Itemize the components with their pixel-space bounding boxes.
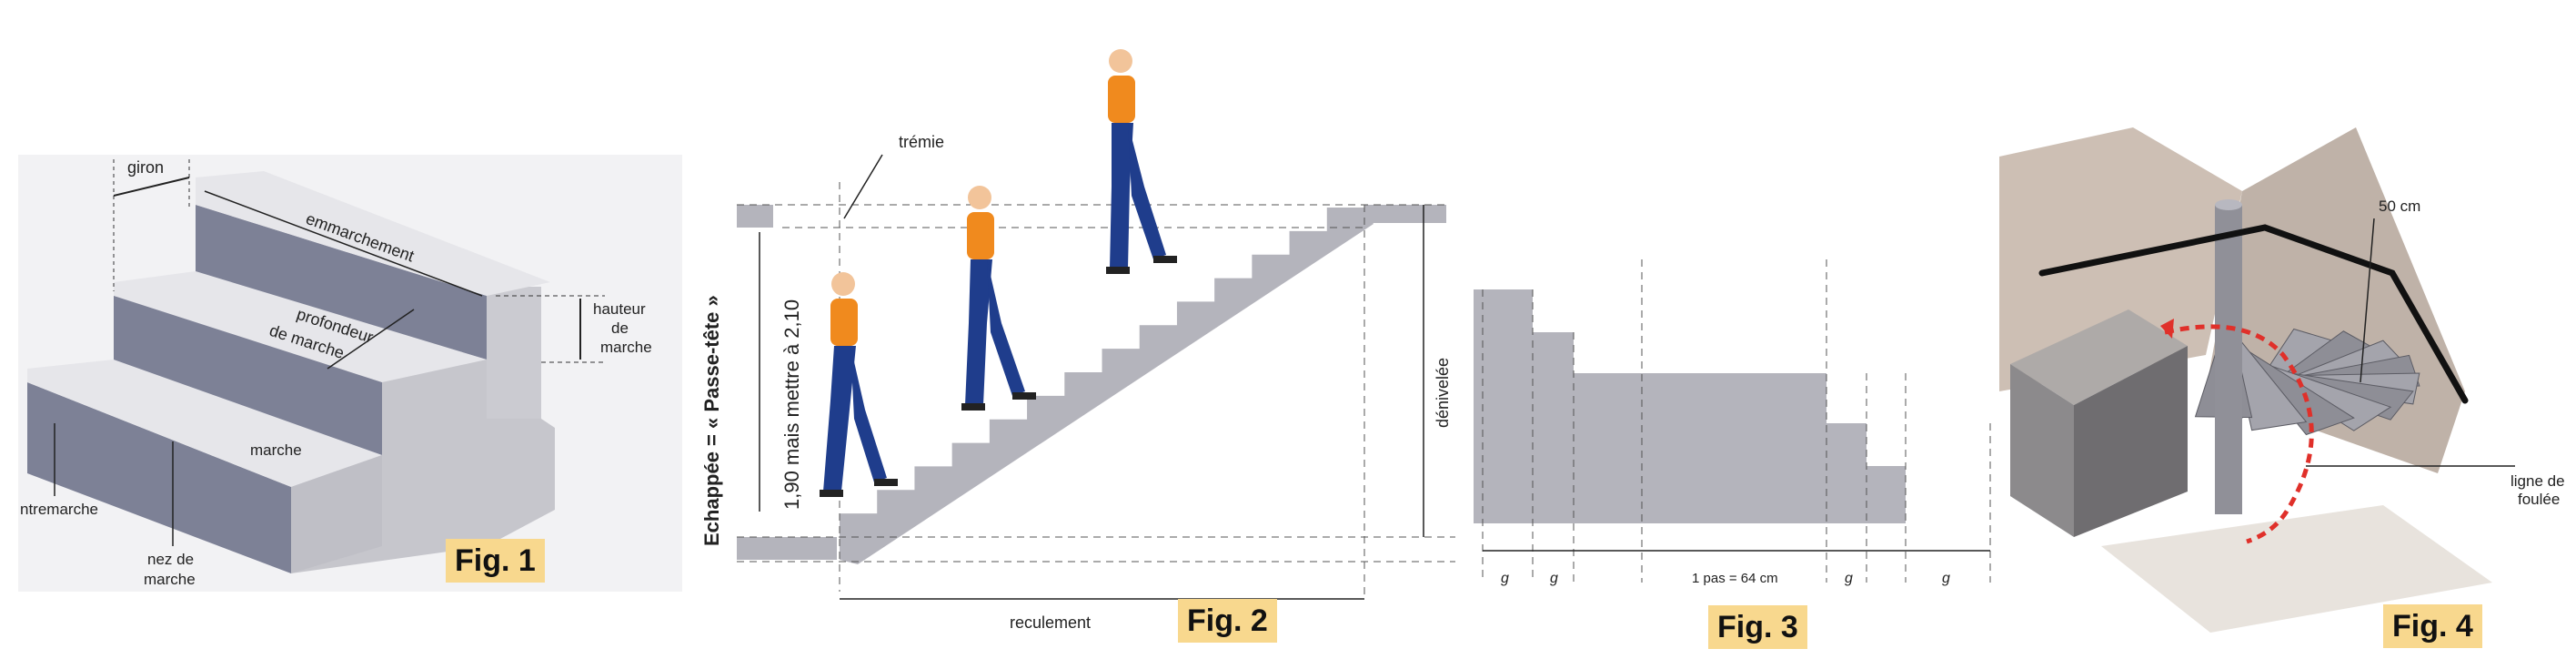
riser-middle	[114, 291, 382, 455]
step-rhythm-drawing: g g 1 pas = 64 cm g g	[1474, 259, 1991, 586]
person-middle	[961, 186, 1036, 411]
figure-1-tag: Fig. 1	[446, 539, 545, 583]
landing-left-face	[2010, 364, 2074, 537]
g-label-4: g	[1942, 571, 1950, 586]
ligne-foulee-label-1: ligne de	[2511, 472, 2565, 490]
ligne-foulee-label-2: foulée	[2518, 491, 2560, 508]
person-bottom	[820, 272, 898, 497]
person-top	[1106, 49, 1177, 274]
g-label-3: g	[1845, 571, 1853, 586]
hauteur-label-1: hauteur	[593, 300, 646, 318]
hauteur-label-3: marche	[600, 339, 652, 356]
handrail	[2038, 224, 2469, 404]
tread-middle	[114, 271, 487, 382]
g-label-2: g	[1550, 571, 1558, 586]
denivelee-label: dénivelée	[1434, 358, 1452, 428]
reculement-label: reculement	[1010, 613, 1091, 632]
nez-label-2: marche	[144, 571, 196, 588]
emmarchement-arrow	[204, 190, 483, 297]
echappee-label: Echappée = « Passe-tête »	[700, 295, 723, 546]
riser-top	[196, 205, 487, 360]
figure-4-tag: Fig. 4	[2383, 604, 2482, 648]
floor	[2101, 505, 2492, 633]
landing-top	[2010, 309, 2188, 405]
contremarche-label: ntremarche	[20, 501, 98, 518]
tread-top	[196, 171, 550, 296]
riser-bottom	[27, 382, 291, 573]
g-label-1: g	[1501, 571, 1509, 586]
pas-label: 1 pas = 64 cm	[1692, 571, 1778, 586]
central-column	[2215, 205, 2242, 514]
upper-slab-right	[1364, 205, 1446, 223]
stair-steps	[840, 208, 1374, 564]
walking-line	[2164, 324, 2314, 544]
step-profile	[1474, 289, 1906, 523]
figure-2-tag: Fig. 2	[1178, 599, 1277, 643]
figure-1-stair-anatomy: giron emmarchement profondeur de marche …	[0, 0, 691, 659]
nez-label-1: nez de	[147, 551, 194, 568]
headroom-drawing: trémie Echappée = « Passe-tête » 1,90 ma…	[700, 49, 1455, 632]
step-front-face	[291, 455, 382, 573]
headroom-note: 1,90 mais mettre à 2,10	[780, 299, 803, 510]
spiral-steps	[2194, 311, 2420, 436]
figure-3-step-rhythm: g g 1 pas = 64 cm g g Fig. 3	[1474, 0, 2006, 659]
upper-slab-left	[737, 205, 773, 228]
walking-line-arrow	[2160, 319, 2174, 339]
cm50-arrow	[2360, 218, 2375, 383]
marche-label: marche	[250, 441, 302, 459]
hauteur-label-2: de	[611, 319, 629, 337]
lower-slab	[737, 537, 837, 560]
stair-flight	[840, 208, 1374, 564]
profondeur-arrow	[327, 309, 415, 370]
landing-front-face	[2074, 346, 2188, 537]
tread-bottom	[27, 360, 382, 487]
figure-4-spiral-stair: 50 cm ligne de foulée Fig. 4	[1974, 0, 2576, 659]
tremie-label: trémie	[899, 133, 944, 151]
stair-anatomy-drawing: giron emmarchement profondeur de marche …	[18, 155, 682, 592]
giron-label: giron	[127, 158, 164, 177]
spiral-stair-drawing: 50 cm ligne de foulée	[1999, 127, 2565, 633]
giron-arrow	[113, 177, 190, 197]
figure-3-tag: Fig. 3	[1708, 605, 1807, 649]
stair-side-upper	[487, 287, 541, 419]
column-top	[2215, 199, 2242, 210]
tremie-arrow	[843, 154, 883, 219]
figure-2-headroom: trémie Echappée = « Passe-tête » 1,90 ma…	[691, 0, 1474, 659]
cm50-label: 50 cm	[2379, 198, 2420, 215]
